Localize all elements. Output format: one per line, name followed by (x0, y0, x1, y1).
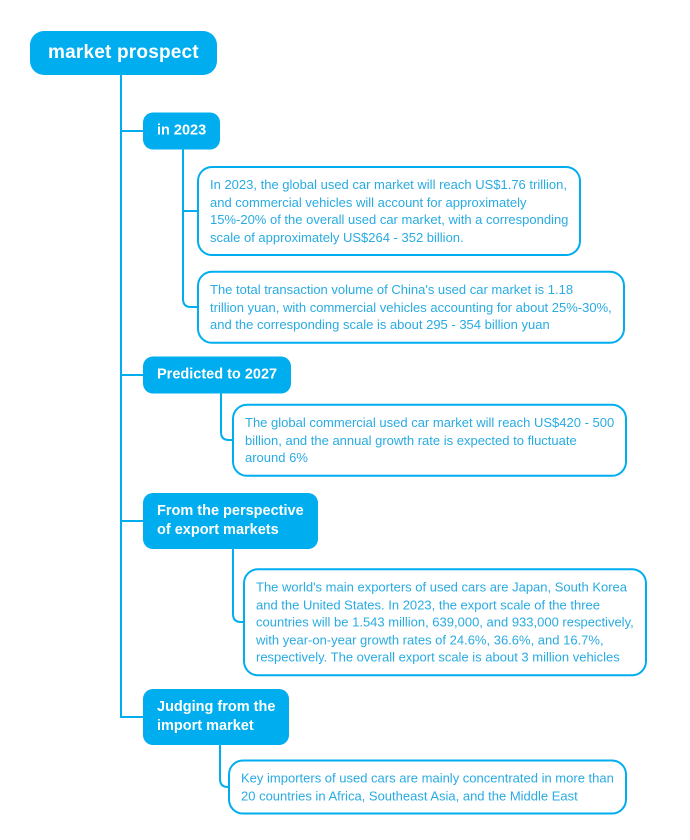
leaf-note-china-2023[interactable]: The total transaction volume of China's … (197, 270, 625, 344)
leaf-note-2027-forecast[interactable]: The global commercial used car market wi… (232, 403, 628, 477)
leaf-note-importers[interactable]: Key importers of used cars are mainly co… (228, 759, 627, 815)
branch-1-child-line (182, 144, 200, 308)
branch-node-import-market[interactable]: Judging from the import market (143, 689, 290, 745)
root-node-market-prospect[interactable]: market prospect (30, 31, 217, 75)
leaf-note-exporters[interactable]: The world's main exporters of used cars … (243, 568, 647, 676)
branch-node-export-markets[interactable]: From the perspective of export markets (143, 493, 318, 549)
branch-3-child-line (232, 534, 246, 623)
branch-node-predicted-2027[interactable]: Predicted to 2027 (143, 356, 292, 394)
branch-4-child-line (219, 734, 231, 788)
branch-2-child-line (220, 379, 235, 441)
branch-node-in-2023[interactable]: in 2023 (143, 112, 221, 150)
leaf-note-global-2023[interactable]: In 2023, the global used car market will… (197, 166, 582, 256)
